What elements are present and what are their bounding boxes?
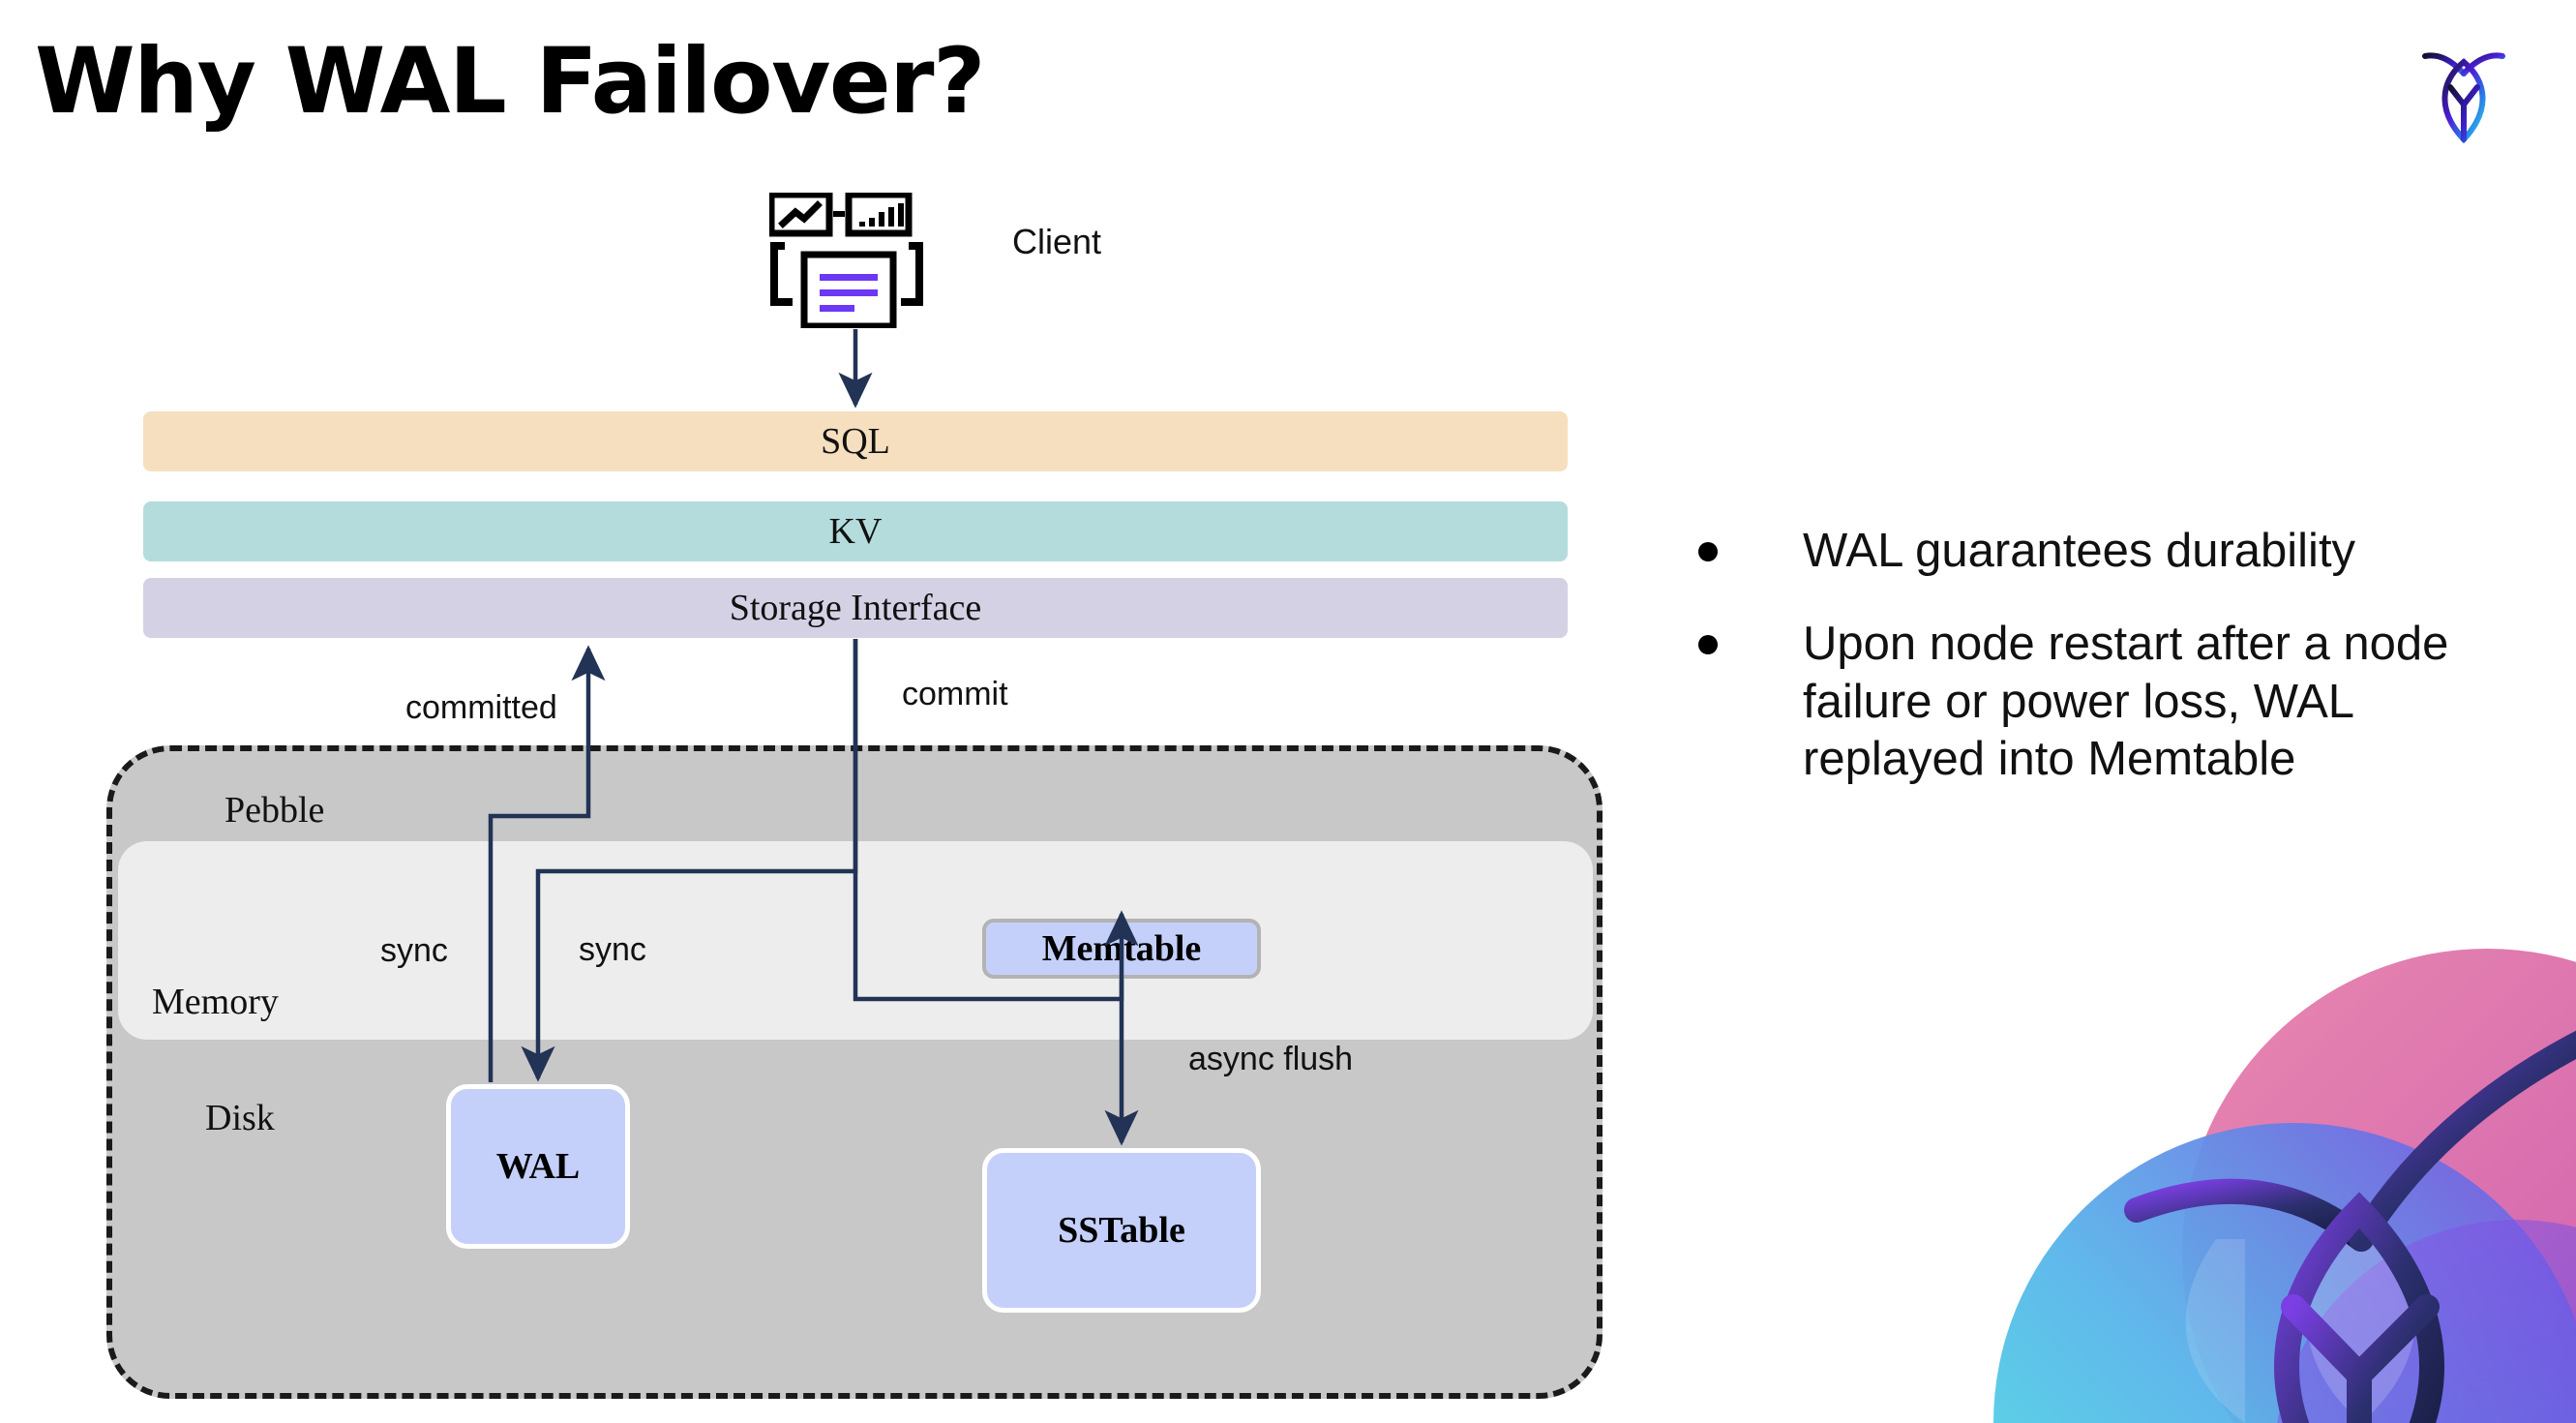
client-label: Client: [1012, 222, 1102, 261]
edge-label-sync-right: sync: [579, 931, 646, 968]
sql-layer-label: SQL: [821, 421, 890, 462]
bullet-text: WAL guarantees durability: [1803, 525, 2356, 577]
bullet-point-icon: [1698, 542, 1718, 561]
storage-interface-layer-label: Storage Interface: [729, 588, 982, 628]
client-dashboard-icon: [769, 193, 923, 328]
decorative-gradient-artwork: [1993, 949, 2576, 1423]
bullet-list: WAL guarantees durability Upon node rest…: [1698, 523, 2531, 824]
architecture-diagram: Pebble Memory Disk SQL KV Storage Interf…: [106, 193, 1603, 1399]
memory-label: Memory: [152, 982, 279, 1022]
edge-label-committed: committed: [405, 689, 557, 726]
kv-layer-label: KV: [828, 511, 883, 552]
edge-label-commit: commit: [902, 676, 1008, 712]
cockroachdb-logo-icon: [2422, 52, 2505, 144]
diagram-connectors: [488, 329, 1139, 1146]
sql-layer-bar: SQL: [143, 411, 1568, 471]
wal-label: WAL: [495, 1146, 581, 1187]
bullet-point-icon: [1698, 634, 1718, 654]
sstable-box: SSTable: [982, 1148, 1261, 1313]
wal-box: WAL: [446, 1084, 630, 1249]
kv-layer-bar: KV: [143, 501, 1568, 561]
disk-label: Disk: [205, 1098, 275, 1138]
edge-label-async-flush: async flush: [1188, 1041, 1354, 1077]
pebble-label: Pebble: [225, 790, 325, 831]
bullet-text: Upon node restart after a node failure o…: [1803, 617, 2449, 786]
list-item: WAL guarantees durability: [1698, 523, 2531, 581]
sstable-label: SSTable: [1058, 1210, 1185, 1251]
storage-interface-layer-bar: Storage Interface: [143, 578, 1568, 638]
edge-label-sync-left: sync: [380, 932, 448, 969]
page-title: Why WAL Failover?: [35, 29, 986, 135]
list-item: Upon node restart after a node failure o…: [1698, 616, 2531, 789]
